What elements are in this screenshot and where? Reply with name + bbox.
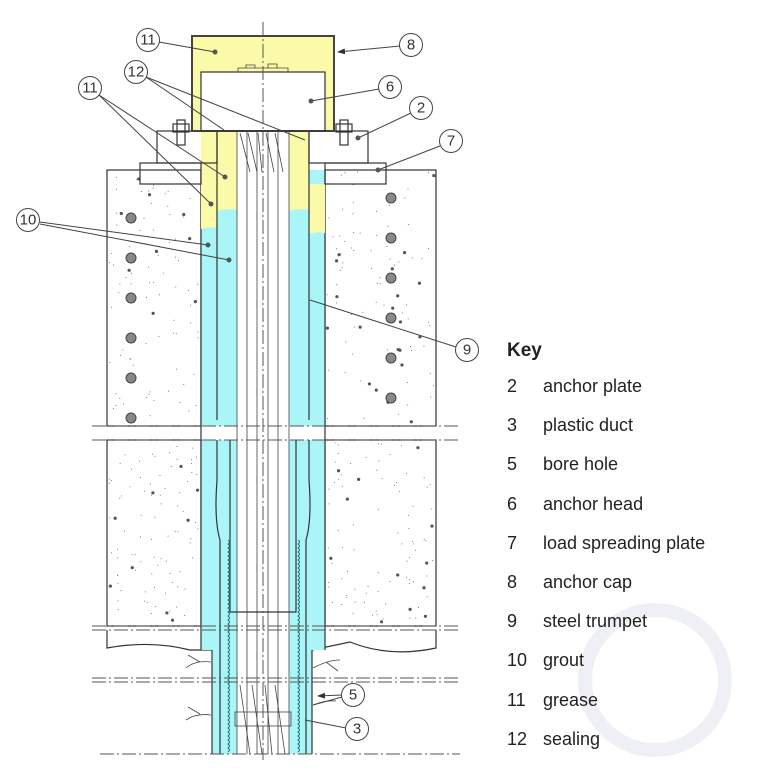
key-item-number: 3: [507, 415, 518, 436]
callout-label: 12: [128, 64, 145, 81]
key-item-label: anchor plate: [543, 376, 643, 396]
anchor-plate: [308, 130, 369, 164]
callout-2: 2: [409, 96, 433, 120]
key-item-label: bore hole: [543, 454, 619, 475]
key-legend: Key 2 anchor plate 3 plastic duct 5 bore hole…: [507, 340, 705, 768]
key-item-label: grease: [543, 689, 599, 710]
break-lines: [92, 425, 460, 755]
callout-label: 3: [353, 721, 361, 738]
key-title: Key: [507, 340, 542, 361]
key-item: 5 bore hole: [507, 454, 705, 493]
key-item: 6 anchor head: [507, 494, 705, 533]
key-item: 12 sealing: [507, 729, 705, 768]
key-item-label: anchor cap: [543, 571, 633, 592]
callout-11-left: 11: [78, 76, 102, 100]
load-spreading-plate: [324, 162, 387, 185]
callout-12: 12: [124, 60, 148, 84]
leader-lines: [39, 41, 457, 729]
key-item-number: 8: [507, 571, 518, 592]
key-item-number: 7: [507, 532, 518, 553]
key-item-label: grout: [543, 650, 585, 671]
bolts: [172, 119, 353, 146]
callout-label: 11: [140, 32, 156, 49]
callout-label: 2: [417, 100, 425, 117]
callout-9: 9: [455, 338, 479, 362]
key-item-number: 9: [507, 611, 518, 632]
key-item-label: plastic duct: [543, 415, 634, 436]
key-item: 7 load spreading plate: [507, 533, 705, 572]
callout-label: 6: [386, 79, 394, 96]
key-item: 3 plastic duct: [507, 415, 705, 454]
callout-label: 5: [349, 687, 357, 704]
watermark-logo: [578, 603, 732, 757]
key-item: 10 grout: [507, 650, 705, 689]
callout-10: 10: [16, 208, 40, 232]
callout-3: 3: [345, 717, 369, 741]
key-item-number: 10: [507, 650, 528, 671]
callout-label: 7: [447, 133, 455, 150]
callout-5: 5: [341, 683, 365, 707]
grease-fill: [192, 36, 334, 234]
callout-label: 9: [463, 342, 471, 359]
callout-label: 10: [20, 212, 37, 229]
callout-label: 8: [407, 37, 415, 54]
key-item-number: 5: [507, 454, 518, 475]
callout-7: 7: [439, 129, 463, 153]
key-item-label: sealing: [543, 728, 601, 749]
key-item-number: 12: [507, 728, 528, 749]
callout-6: 6: [378, 75, 402, 99]
callout-11-top: 11: [136, 28, 160, 52]
key-item: 2 anchor plate: [507, 376, 705, 415]
anchor-plate: [156, 130, 218, 164]
key-item: 11 grease: [507, 690, 705, 729]
callout-label: 11: [82, 80, 98, 97]
key-item-number: 2: [507, 376, 518, 396]
load-spreading-plate: [139, 162, 202, 185]
key-item-label: steel trumpet: [543, 611, 648, 632]
key-item-number: 6: [507, 493, 518, 514]
key-item: 9 steel trumpet: [507, 611, 705, 650]
key-item-label: anchor head: [543, 493, 644, 514]
leader-dots: [205, 49, 381, 263]
key-item-label: load spreading plate: [543, 532, 706, 553]
callout-8: 8: [399, 33, 423, 57]
key-item: 8 anchor cap: [507, 572, 705, 611]
key-item-number: 11: [507, 689, 526, 710]
concrete-aggregate: [108, 171, 436, 624]
